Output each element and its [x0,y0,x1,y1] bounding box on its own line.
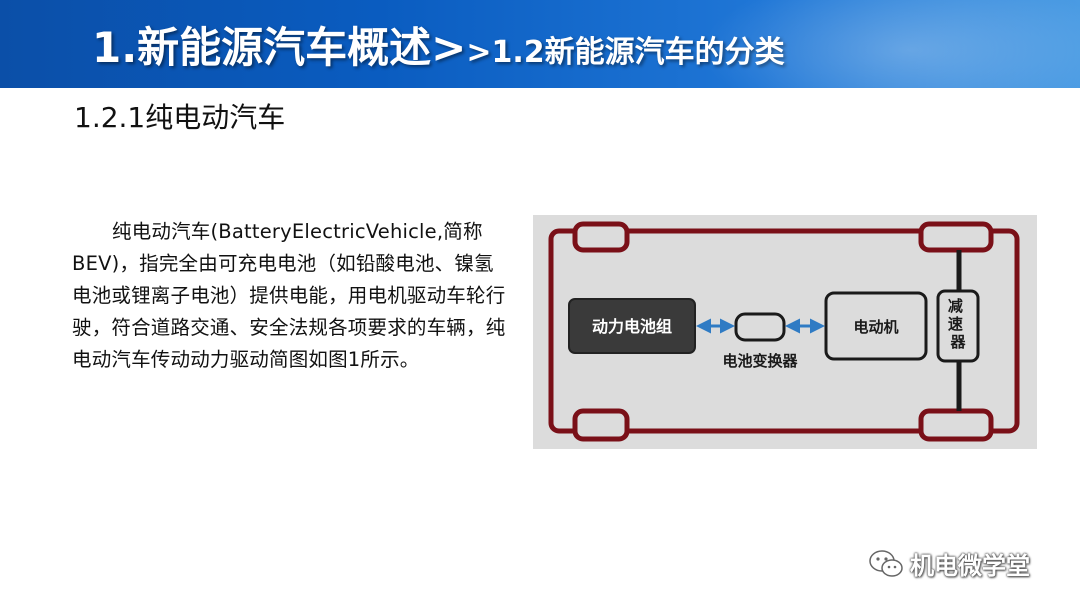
reducer-label: 减 速 器 [948,297,968,351]
battery-pack-box [568,298,696,354]
chassis-frame [548,228,1020,434]
slide-title-main: 1.新能源汽车概述> [92,23,467,72]
drivetrain-diagram: 动力电池组 电池变换器 电动机 减 速 器 [533,215,1037,449]
header-banner: 1.新能源汽车概述>>1.2新能源汽车的分类 [0,0,1080,88]
section-heading: 1.2.1纯电动汽车 [74,101,286,134]
slide-title: 1.新能源汽车概述>>1.2新能源汽车的分类 [92,14,785,75]
wheel-front-left [572,221,630,253]
wheel-front-right [918,221,994,253]
converter-box [734,312,786,342]
drivetrain-diagram-svg: 动力电池组 电池变换器 电动机 减 速 器 [548,221,1020,442]
reducer-box [936,289,980,363]
motor-label: 电动机 [853,318,898,336]
wheel-rear-right [918,408,994,442]
wechat-icon [869,549,903,577]
battery-pack-label: 动力电池组 [592,317,672,336]
wheel-rear-left [572,408,630,442]
watermark-text: 机电微学堂 [910,552,1030,580]
watermark: 机电微学堂 [868,546,1030,581]
slide-title-sub: >1.2新能源汽车的分类 [466,35,785,70]
converter-label: 电池变换器 [722,352,798,370]
motor-box [824,291,928,361]
body-paragraph: 纯电动汽车(BatteryElectricVehicle,简称BEV)，指完全由… [72,220,506,371]
